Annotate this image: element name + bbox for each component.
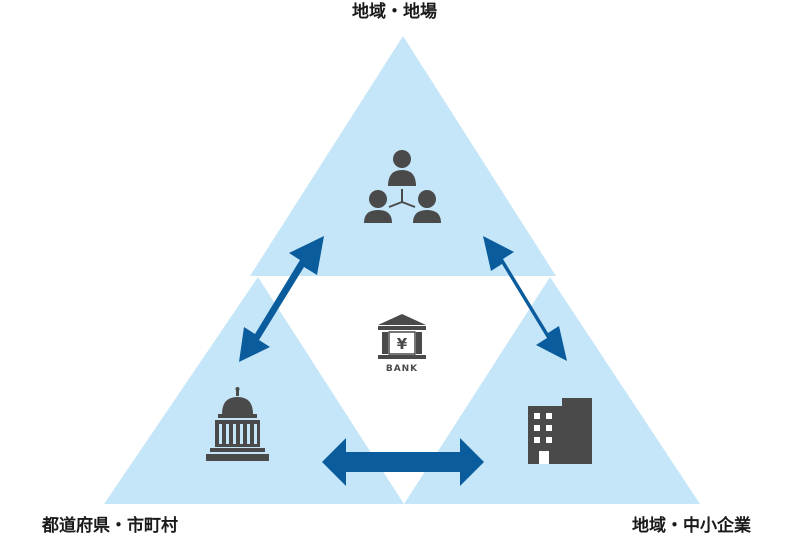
bank-yen-icon: ¥ BANK [378,314,426,374]
office-building-icon [528,398,592,464]
arrow-top-right [483,236,567,361]
triangle-right [404,277,700,504]
node-label-left: 都道府県・市町村 [42,516,178,536]
government-building-icon [206,387,269,461]
arrow-top-left [239,236,324,362]
people-network-icon [364,150,441,223]
bank-yen-symbol: ¥ [397,335,408,353]
node-label-top: 地域・地場 [352,2,437,22]
bank-label: BANK [386,364,418,374]
triangle-left [104,277,404,504]
arrow-bottom [322,438,484,486]
node-label-right: 地域・中小企業 [632,516,751,536]
